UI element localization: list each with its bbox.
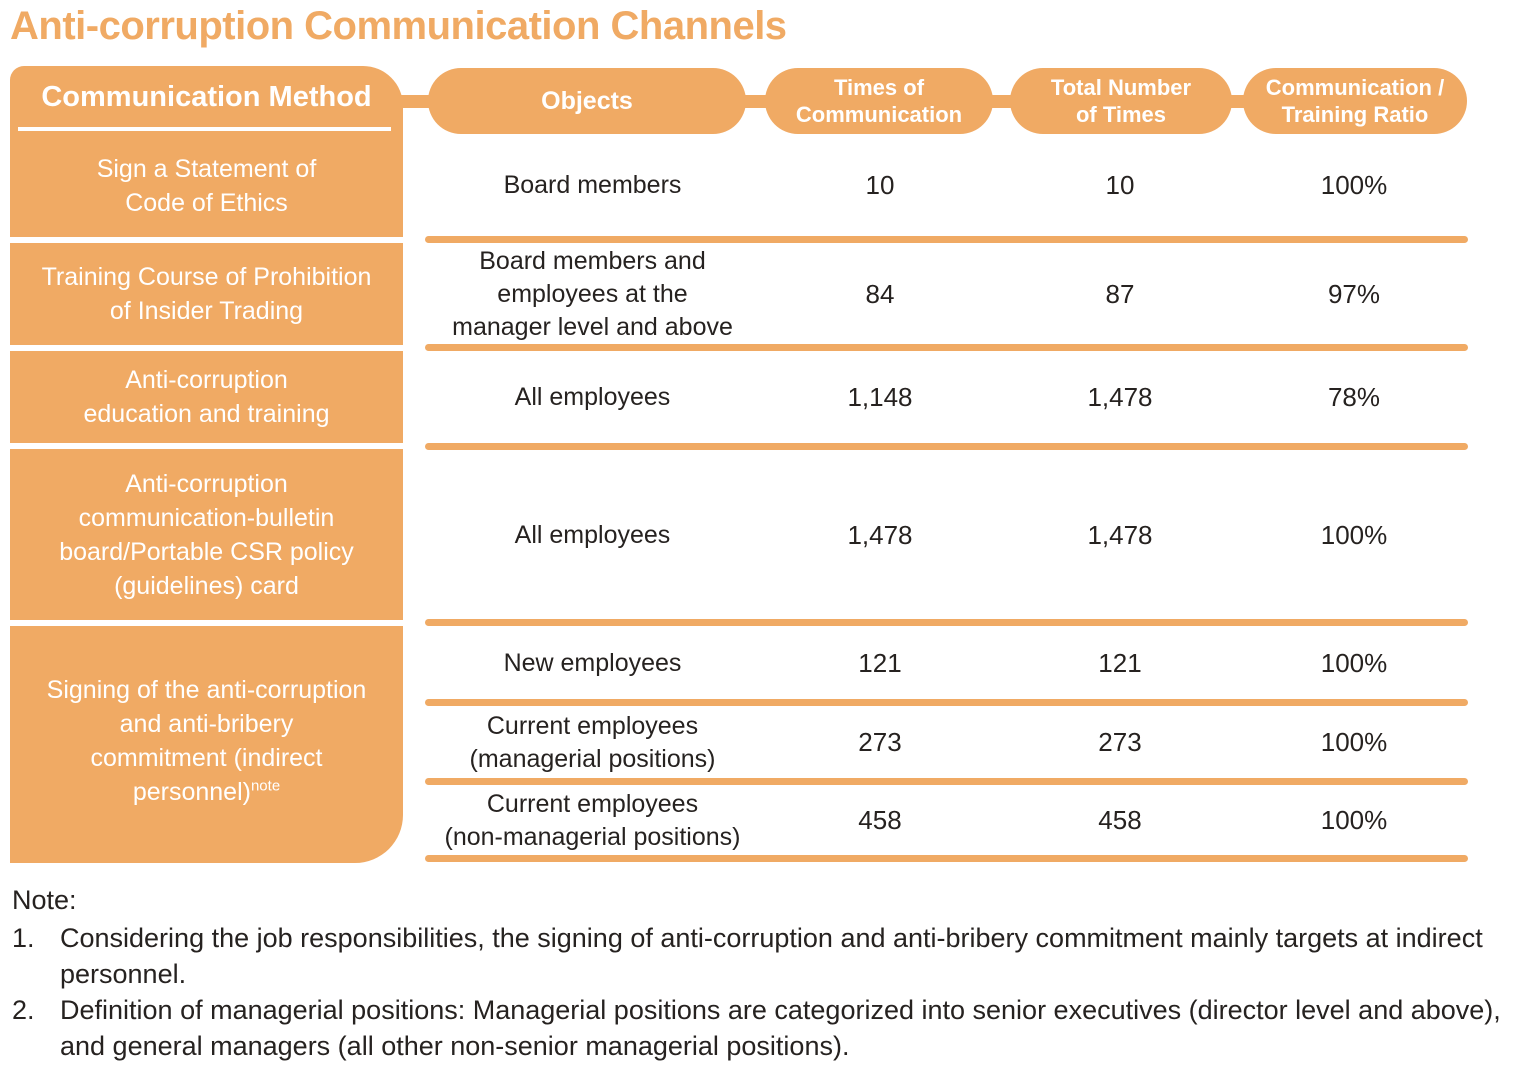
- ratio-cell: 100%: [1320, 805, 1388, 835]
- note-label: Note:: [12, 885, 77, 915]
- note-item-text: Definition of managerial positions: Mana…: [60, 995, 1501, 1061]
- note-section: Note: 1. Considering the job responsibil…: [12, 882, 1508, 1064]
- times-cell: 273: [858, 727, 902, 757]
- header-connector: [743, 95, 769, 108]
- table-row: All employees 1,478 1,478 100%: [425, 451, 1468, 619]
- note-item-text: Considering the job responsibilities, th…: [60, 923, 1483, 989]
- total-cell: 10: [1105, 170, 1135, 200]
- total-cell: 1,478: [1087, 519, 1153, 550]
- table-row: All employees 1,148 1,478 78%: [425, 351, 1468, 443]
- ratio-cell: 100%: [1320, 519, 1388, 550]
- ratio-cell: 100%: [1320, 170, 1388, 200]
- total-cell: 87: [1105, 278, 1135, 309]
- table-row: Board members 10 10 100%: [425, 135, 1468, 236]
- times-cell: 121: [858, 647, 902, 678]
- column-header-objects: Objects: [428, 68, 746, 134]
- ratio-cell: 100%: [1320, 727, 1388, 757]
- method-cell-sign-statement: Sign a Statement of Code of Ethics: [96, 154, 317, 217]
- page-title: Anti-corruption Communication Channels: [10, 4, 787, 48]
- times-cell: 1,148: [847, 381, 913, 412]
- total-cell: 121: [1098, 647, 1142, 678]
- total-cell: 1,478: [1087, 381, 1153, 412]
- method-cell-bulletin-card: Anti-corruption communication-bulletin b…: [59, 469, 354, 600]
- note-item-1: 1. Considering the job responsibilities,…: [12, 920, 1508, 992]
- objects-cell: Current employees (managerial positions): [469, 711, 716, 773]
- header-connector: [990, 95, 1013, 108]
- method-divider: [10, 237, 403, 243]
- table-row: Current employees (managerial positions)…: [425, 707, 1468, 778]
- note-superscript: note: [250, 777, 281, 795]
- table-bottom-divider: [425, 855, 1468, 862]
- note-item-number: 2.: [12, 995, 35, 1025]
- times-cell: 1,478: [847, 519, 913, 550]
- row-divider: [425, 619, 1468, 626]
- method-divider: [10, 443, 403, 449]
- row-divider: [425, 236, 1468, 243]
- method-cell-education-training: Anti-corruption education and training: [83, 366, 330, 428]
- objects-cell: Current employees (non-managerial positi…: [444, 789, 741, 851]
- column-header-total-number-of-times: Total Number of Times: [1010, 68, 1232, 134]
- method-cell-insider-trading: Training Course of Prohibition of Inside…: [41, 263, 372, 325]
- method-header-underline: [18, 127, 391, 131]
- total-cell: 273: [1098, 727, 1142, 757]
- table-row: Current employees (non-managerial positi…: [425, 786, 1468, 855]
- method-divider: [10, 345, 403, 351]
- ratio-cell: 100%: [1320, 647, 1388, 678]
- column-header-times-of-communication: Times of Communication: [765, 68, 993, 134]
- method-cell-commitment-signing: Signing of the anti-corruption and anti-…: [10, 626, 403, 856]
- row-divider: [425, 699, 1468, 706]
- objects-cell: All employees: [514, 520, 671, 549]
- header-connector: [1229, 95, 1246, 108]
- times-cell: 84: [865, 278, 895, 309]
- method-divider: [10, 620, 403, 626]
- ratio-cell: 78%: [1327, 381, 1381, 412]
- table-row: New employees 121 121 100%: [425, 627, 1468, 699]
- objects-cell: Board members: [503, 171, 682, 199]
- row-divider: [425, 344, 1468, 351]
- method-column-header: Communication Method: [41, 80, 372, 113]
- method-cell-label: Signing of the anti-corruption and anti-…: [46, 676, 367, 806]
- note-item-2: 2. Definition of managerial positions: M…: [12, 992, 1508, 1064]
- communication-method-column: Communication Method Sign a Statement of…: [10, 66, 403, 863]
- objects-cell: All employees: [514, 382, 671, 411]
- times-cell: 10: [865, 170, 895, 200]
- row-divider: [425, 778, 1468, 785]
- note-item-number: 1.: [12, 923, 35, 953]
- ratio-cell: 97%: [1327, 278, 1381, 309]
- objects-cell: New employees: [503, 648, 682, 677]
- objects-cell: Board members and employees at the manag…: [452, 246, 733, 341]
- times-cell: 458: [858, 805, 902, 835]
- header-connector: [398, 95, 432, 108]
- row-divider: [425, 443, 1468, 450]
- table-row: Board members and employees at the manag…: [425, 244, 1468, 344]
- column-header-training-ratio: Communication / Training Ratio: [1243, 68, 1467, 134]
- total-cell: 458: [1098, 805, 1142, 835]
